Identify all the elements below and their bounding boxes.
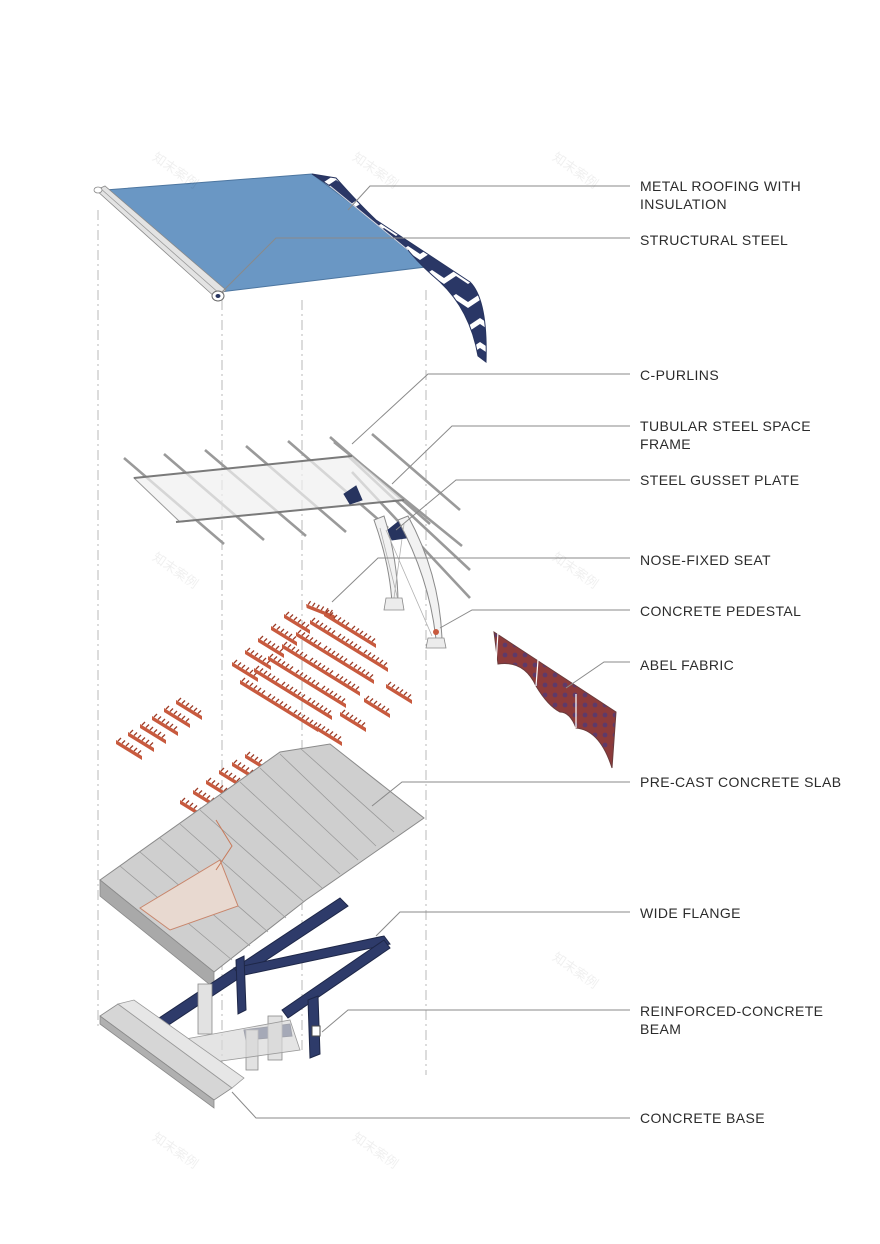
label-pre-cast-concrete-slab: PRE-CAST CONCRETE SLAB (640, 773, 841, 791)
label-line: METAL ROOFING WITH (640, 178, 802, 194)
label-line: REINFORCED-CONCRETE (640, 1003, 824, 1019)
label-structural-steel: STRUCTURAL STEEL (640, 231, 788, 249)
steel-frame (123, 433, 471, 649)
label-steel-gusset-plate: STEEL GUSSET PLATE (640, 471, 799, 489)
label-line: CONCRETE PEDESTAL (640, 603, 802, 619)
label-line: BEAM (640, 1021, 682, 1037)
leader-lines (221, 185, 630, 1119)
label-concrete-pedestal: CONCRETE PEDESTAL (640, 602, 801, 620)
label-line: INSULATION (640, 196, 727, 212)
label-metal-roofing: METAL ROOFING WITH INSULATION (640, 177, 801, 213)
metal-roof-panel (93, 173, 487, 363)
label-line: STEEL GUSSET PLATE (640, 472, 800, 488)
label-reinforced-concrete-beam: REINFORCED-CONCRETE BEAM (640, 1002, 823, 1038)
label-line: NOSE-FIXED SEAT (640, 552, 771, 568)
rc-beam-stub (311, 1025, 321, 1037)
label-c-purlins: C-PURLINS (640, 366, 719, 384)
label-line: CONCRETE BASE (640, 1110, 765, 1126)
label-abel-fabric: ABEL FABRIC (640, 656, 734, 674)
label-tubular-steel-space-frame: TUBULAR STEEL SPACE FRAME (640, 417, 811, 453)
label-nose-fixed-seat: NOSE-FIXED SEAT (640, 551, 771, 569)
label-line: TUBULAR STEEL SPACE (640, 418, 811, 434)
concrete-pedestal-shape (425, 637, 447, 649)
label-line: WIDE FLANGE (640, 905, 741, 921)
label-line: ABEL FABRIC (640, 657, 735, 673)
gusset-plate-2 (387, 521, 407, 541)
label-concrete-base: CONCRETE BASE (640, 1109, 765, 1127)
gusset-plate (343, 485, 363, 505)
concrete-base-shape (99, 999, 245, 1109)
precast-concrete-slab (99, 743, 425, 989)
label-line: FRAME (640, 436, 691, 452)
abel-fabric-panel (493, 630, 617, 769)
label-wide-flange: WIDE FLANGE (640, 904, 741, 922)
label-line: STRUCTURAL STEEL (640, 232, 789, 248)
label-line: PRE-CAST CONCRETE SLAB (640, 774, 842, 790)
label-line: C-PURLINS (640, 367, 720, 383)
